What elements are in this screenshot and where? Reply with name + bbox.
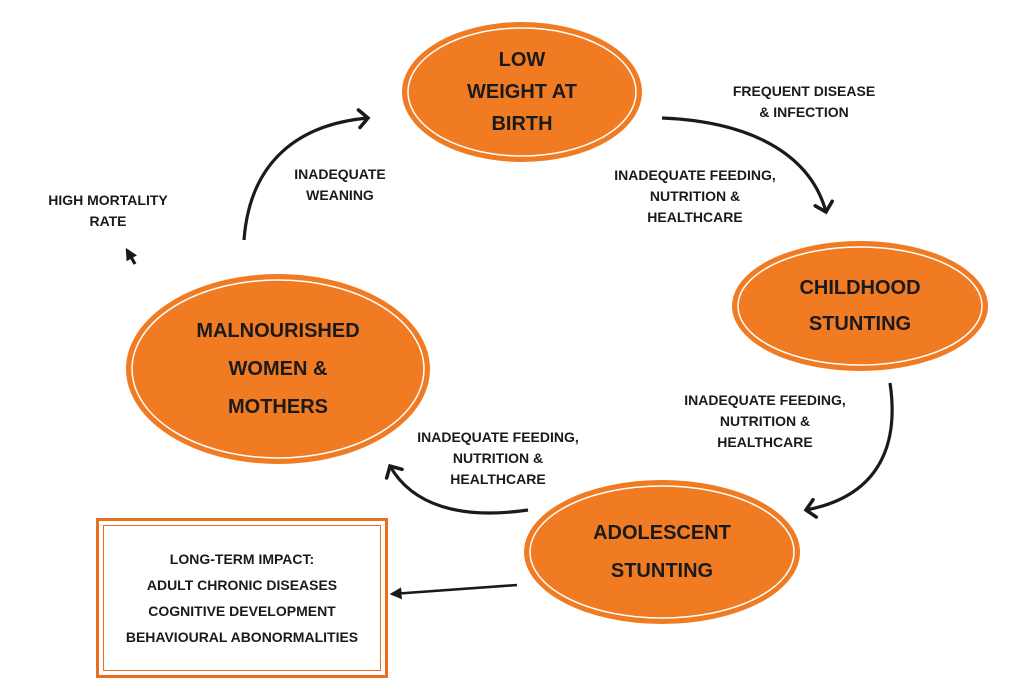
long-term-impact-inner: LONG-TERM IMPACT: ADULT CHRONIC DISEASES… [103,525,381,671]
long-term-impact-box: LONG-TERM IMPACT: ADULT CHRONIC DISEASES… [96,518,388,678]
label-feeding-childhood-to-adolescent: INADEQUATE FEEDING, NUTRITION & HEALTHCA… [684,392,846,450]
node-adolescent-stunting: ADOLESCENT STUNTING [524,480,800,624]
node-childhood-stunting: CHILDHOOD STUNTING [732,241,988,371]
arrow-adolescent-to-malnourished [384,463,529,515]
impact-item: BEHAVIOURAL ABONORMALITIES [125,629,359,645]
label-inadequate-weaning: INADEQUATE WEANING [294,166,386,203]
node-low-weight-label: LOW WEIGHT AT BIRTH [467,49,577,135]
label-high-mortality: HIGH MORTALITY RATE [48,192,168,229]
impact-item: ADULT CHRONIC DISEASES [146,577,338,593]
label-frequent-disease: FREQUENT DISEASE & INFECTION [732,83,876,120]
arrow-to-mortality [125,247,137,265]
ellipse-adolescent-stunting [524,480,800,624]
impact-title: LONG-TERM IMPACT: [169,551,315,567]
node-childhood-label: CHILDHOOD STUNTING [799,277,921,335]
arrow-to-long-term-impact [389,583,518,600]
ellipse-childhood-stunting [732,241,988,371]
node-malnourished-label: MALNOURISHED WOMEN & MOTHERS [196,320,360,418]
node-low-weight-at-birth: LOW WEIGHT AT BIRTH [402,22,642,162]
arrow-birth-to-childhood [661,116,834,215]
label-feeding-birth-to-childhood: INADEQUATE FEEDING, NUTRITION & HEALTHCA… [614,167,776,225]
ellipse-low-weight [402,22,642,162]
ellipse-malnourished-women [126,274,430,464]
arrow-childhood-to-adolescent [803,382,894,519]
node-adolescent-label: ADOLESCENT STUNTING [593,522,731,582]
impact-item: COGNITIVE DEVELOPMENT [148,603,336,619]
label-feeding-adolescent-to-malnourished: INADEQUATE FEEDING, NUTRITION & HEALTHCA… [417,429,579,487]
arrow-malnourished-to-birth [242,108,371,241]
node-malnourished-women-mothers: MALNOURISHED WOMEN & MOTHERS [126,274,430,464]
